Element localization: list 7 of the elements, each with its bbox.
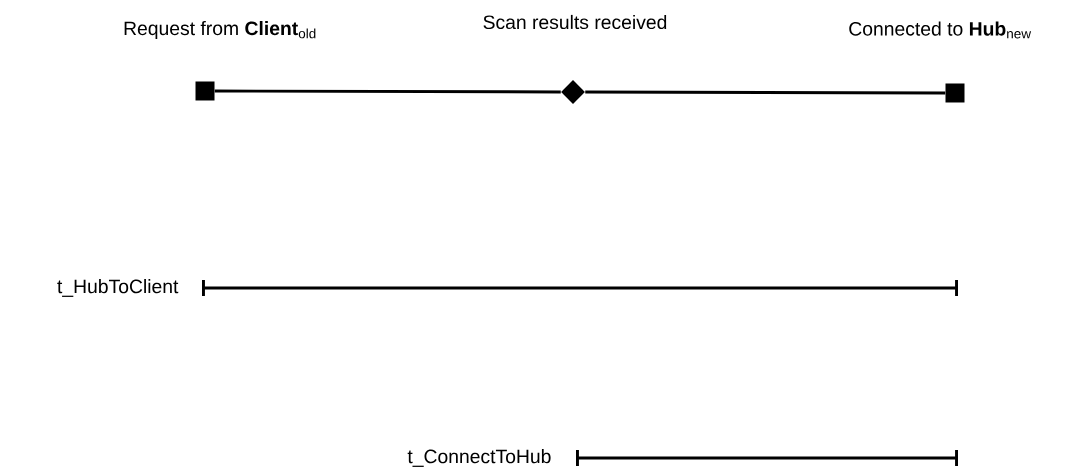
event-label: Request from Client$_{old}$ [124,21,316,39]
interval-label: t_HubToClient [57,279,179,297]
timeline-line [214,89,561,94]
timeline-line [585,90,946,95]
event-label: Scan results received [483,14,667,30]
event-label: Connected to Hub$_{new}$ [849,21,1032,39]
interval-label: t_ConnectToHub [407,449,551,467]
